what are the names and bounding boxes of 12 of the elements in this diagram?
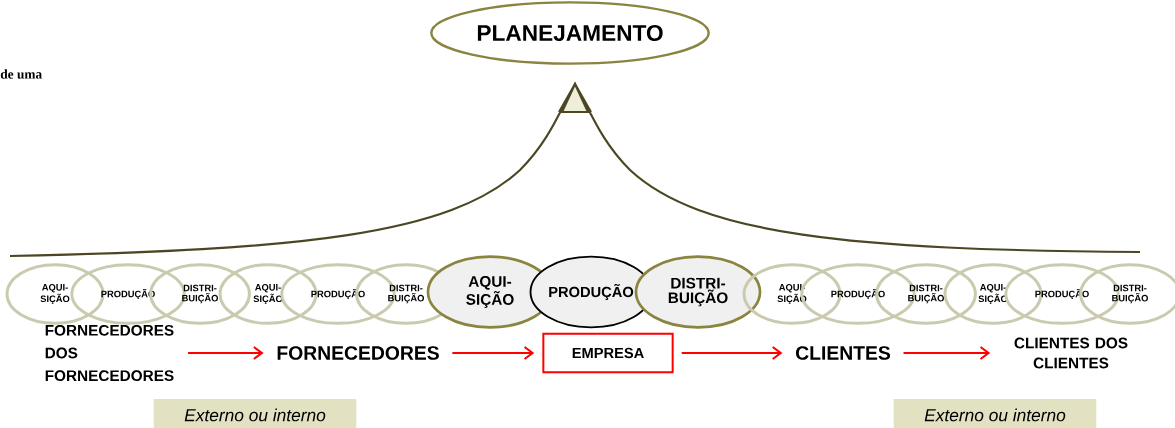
company-box: EMPRESA [542,332,674,374]
arrow [188,346,264,360]
arrow [452,346,535,360]
arrow [681,346,783,360]
stage-label: FORNECEDORES DOS FORNECEDORES [45,324,174,382]
stage-label: CLIENTES DOS CLIENTES [1014,337,1128,369]
stage-label: FORNECEDORES [277,346,439,360]
arrow [903,346,991,360]
stage-label: CLIENTES [796,346,891,360]
note-band: Externo ou interno [893,399,1097,428]
note-band: Externo ou interno [153,399,357,428]
text-fragment: de uma [0,69,42,79]
